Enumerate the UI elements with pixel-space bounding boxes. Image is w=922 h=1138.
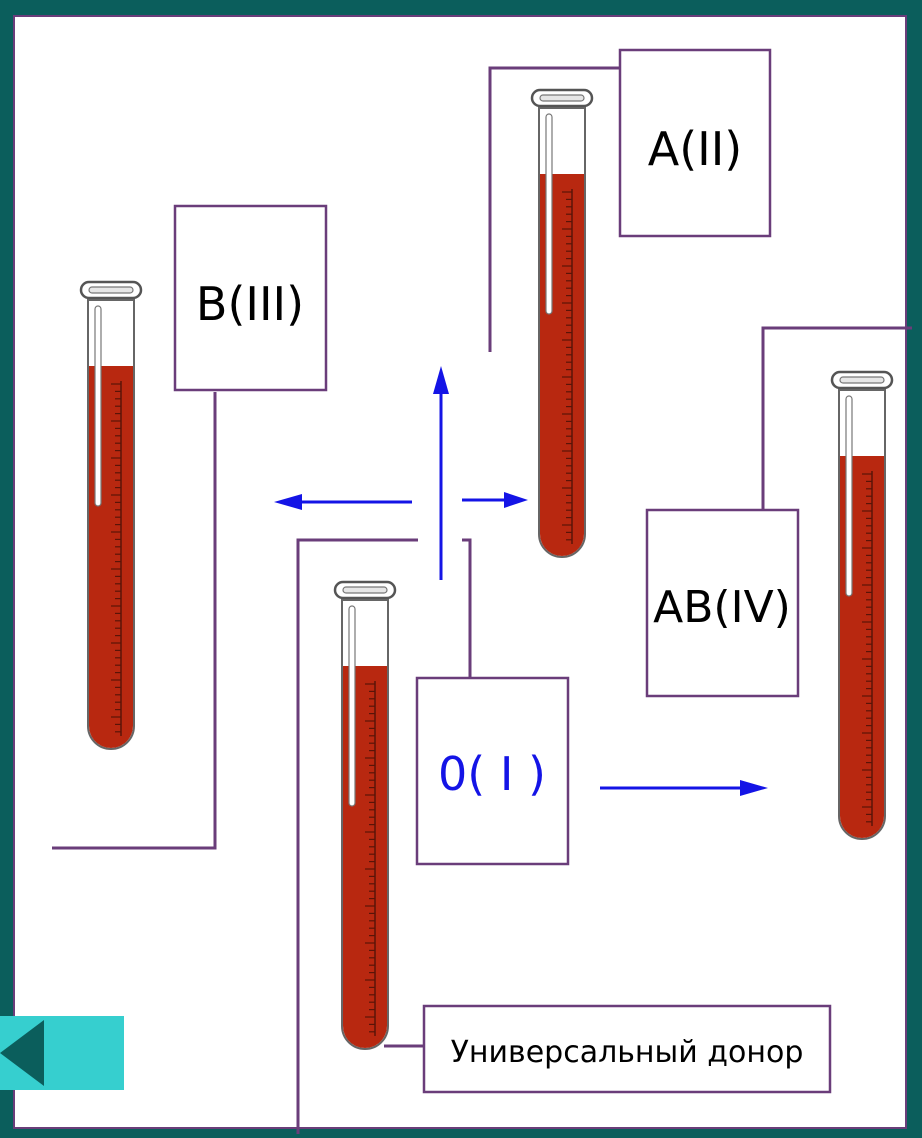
label-box-b3 [173,204,328,392]
back-button[interactable] [0,1016,124,1090]
label-box-a2 [618,48,772,238]
label-o1: 0( I ) [438,747,546,801]
label-universal-donor: Универсальный донор [451,1035,804,1070]
arrow-to-ab4-head [740,780,768,796]
connector-a2 [488,66,622,352]
label-ab4: AB(IV) [653,582,791,633]
test-tube-b3 [79,280,143,751]
connector-o1 [462,538,472,680]
connector-donor [296,538,418,1134]
label-box-ab4 [645,508,800,698]
arrow-up-head [433,366,449,394]
test-tube-ab4 [830,370,894,841]
panel-border [13,15,907,1129]
triangle-left-icon [0,1020,44,1086]
test-tube-o1 [333,580,397,1051]
connector-lines [52,66,912,1134]
label-a2: A(II) [648,122,743,176]
test-tube-a2 [530,88,594,559]
transfusion-arrows [274,366,768,796]
arrow-left-head [274,494,302,510]
label-b3: B(III) [196,277,304,331]
label-box-o1 [415,676,570,866]
label-box-universal-donor [422,1004,832,1094]
connector-b3 [52,392,217,850]
connector-ab4 [761,326,912,512]
arrow-right-head [504,492,528,508]
